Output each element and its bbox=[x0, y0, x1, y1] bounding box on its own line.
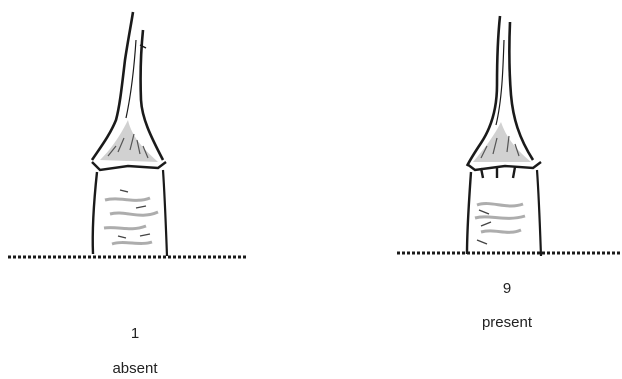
figure-number: 9 bbox=[447, 280, 567, 298]
figure-absent: 1 absent bbox=[0, 0, 311, 379]
plant-illustration-absent bbox=[0, 0, 311, 379]
figure-caption: present bbox=[447, 314, 567, 332]
figure-number: 1 bbox=[75, 325, 195, 343]
figure-present: 9 present bbox=[311, 0, 622, 379]
figure-caption: absent bbox=[75, 360, 195, 378]
